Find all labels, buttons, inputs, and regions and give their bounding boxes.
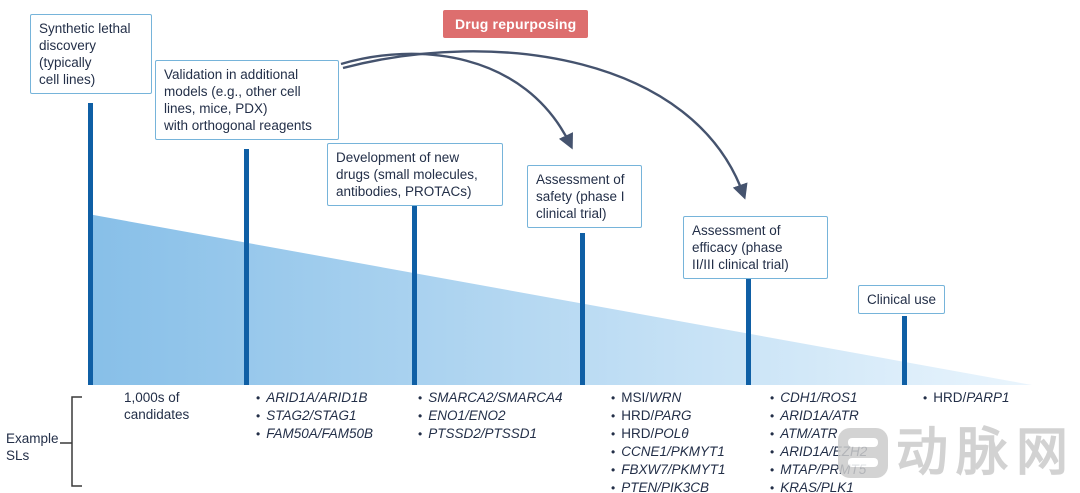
stage-tick-discovery (88, 103, 93, 385)
sl-pair-item: •ARID1A/ATR (770, 408, 859, 423)
example-sls-label: Example SLs (6, 431, 59, 463)
stage-box-clinical-use: Clinical use (858, 285, 946, 314)
sl-pair-item: •STAG2/STAG1 (256, 408, 357, 423)
sl-pair-item: •HRD/POLθ (611, 426, 689, 441)
stage-tick-safety (580, 233, 585, 385)
watermark: 动脉网 (838, 424, 1077, 482)
sl-pair-item: •CDH1/ROS1 (770, 390, 858, 405)
bullet-icon: • (770, 481, 775, 493)
stage-box-synthetic-lethal-discovery: Synthetic lethal discovery (typically ce… (30, 14, 152, 94)
bullet-icon: • (770, 409, 775, 423)
stage-box-drug-development: Development of new drugs (small molecule… (327, 143, 503, 206)
watermark-text: 动脉网 (896, 424, 1077, 482)
stage-box-safety-phase1: Assessment of safety (phase I clinical t… (527, 165, 642, 228)
bullet-icon: • (611, 445, 616, 459)
sl-pair-item: •ATM/ATR (770, 426, 838, 441)
bullet-icon: • (611, 391, 616, 405)
bullet-icon: • (770, 391, 775, 405)
sl-pair-item: •HRD/PARG (611, 408, 692, 423)
stage-tick-efficacy (746, 279, 751, 385)
sl-pair-item: •PTEN/PIK3CB (611, 480, 709, 493)
sl-pair-item: •HRD/PARP1 (923, 390, 1010, 405)
repurposing-arrow-to-safety (340, 52, 573, 150)
sl-column-development: •SMARCA2/SMARCA4 •ENO1/ENO2 •PTSSD2/PTSS… (418, 389, 563, 443)
bullet-icon: • (256, 409, 261, 423)
bullet-icon: • (611, 409, 616, 423)
sl-pair-item: •FBXW7/PKMYT1 (611, 462, 726, 477)
bullet-icon: • (418, 409, 423, 423)
stage-tick-development (412, 205, 417, 385)
sl-column-clinical-use: •HRD/PARP1 (923, 389, 1009, 407)
bullet-icon: • (256, 427, 261, 441)
stage-tick-validation (244, 149, 249, 385)
sl-pair-item: •ARID1A/ARID1B (256, 390, 368, 405)
funnel-triangle (88, 214, 1032, 385)
stage-box-efficacy-phase23: Assessment of efficacy (phase II/III cli… (683, 216, 828, 279)
bullet-icon: • (770, 445, 775, 459)
sl-pair-item: •FAM50A/FAM50B (256, 426, 373, 441)
bullet-icon: • (256, 391, 261, 405)
bullet-icon: • (611, 427, 616, 441)
stage-tick-clinical-use (902, 316, 907, 385)
bullet-icon: • (611, 463, 616, 477)
sl-pair-item: •SMARCA2/SMARCA4 (418, 390, 563, 405)
watermark-logo-icon (838, 428, 888, 478)
sl-pair-item: •CCNE1/PKMYT1 (611, 444, 725, 459)
bullet-icon: • (418, 391, 423, 405)
sl-pair-item: •PTSSD2/PTSSD1 (418, 426, 537, 441)
bullet-icon: • (770, 427, 775, 441)
sl-pair-item: •MSI/WRN (611, 390, 682, 405)
sl-pair-item: •ENO1/ENO2 (418, 408, 506, 423)
example-sls-bracket (60, 396, 82, 487)
repurposing-arrow-to-efficacy (342, 50, 748, 200)
candidates-count-label: 1,000s of candidates (124, 390, 190, 422)
stage-box-validation: Validation in additional models (e.g., o… (155, 60, 339, 140)
bullet-icon: • (418, 427, 423, 441)
bullet-icon: • (770, 463, 775, 477)
sl-column-safety: •MSI/WRN •HRD/PARG •HRD/POLθ •CCNE1/PKMY… (611, 389, 725, 493)
bullet-icon: • (923, 391, 928, 405)
sl-column-validation: •ARID1A/ARID1B •STAG2/STAG1 •FAM50A/FAM5… (256, 389, 373, 443)
drug-repurposing-badge: Drug repurposing (443, 10, 589, 38)
bullet-icon: • (611, 481, 616, 493)
sl-pair-item: •KRAS/PLK1 (770, 480, 854, 493)
